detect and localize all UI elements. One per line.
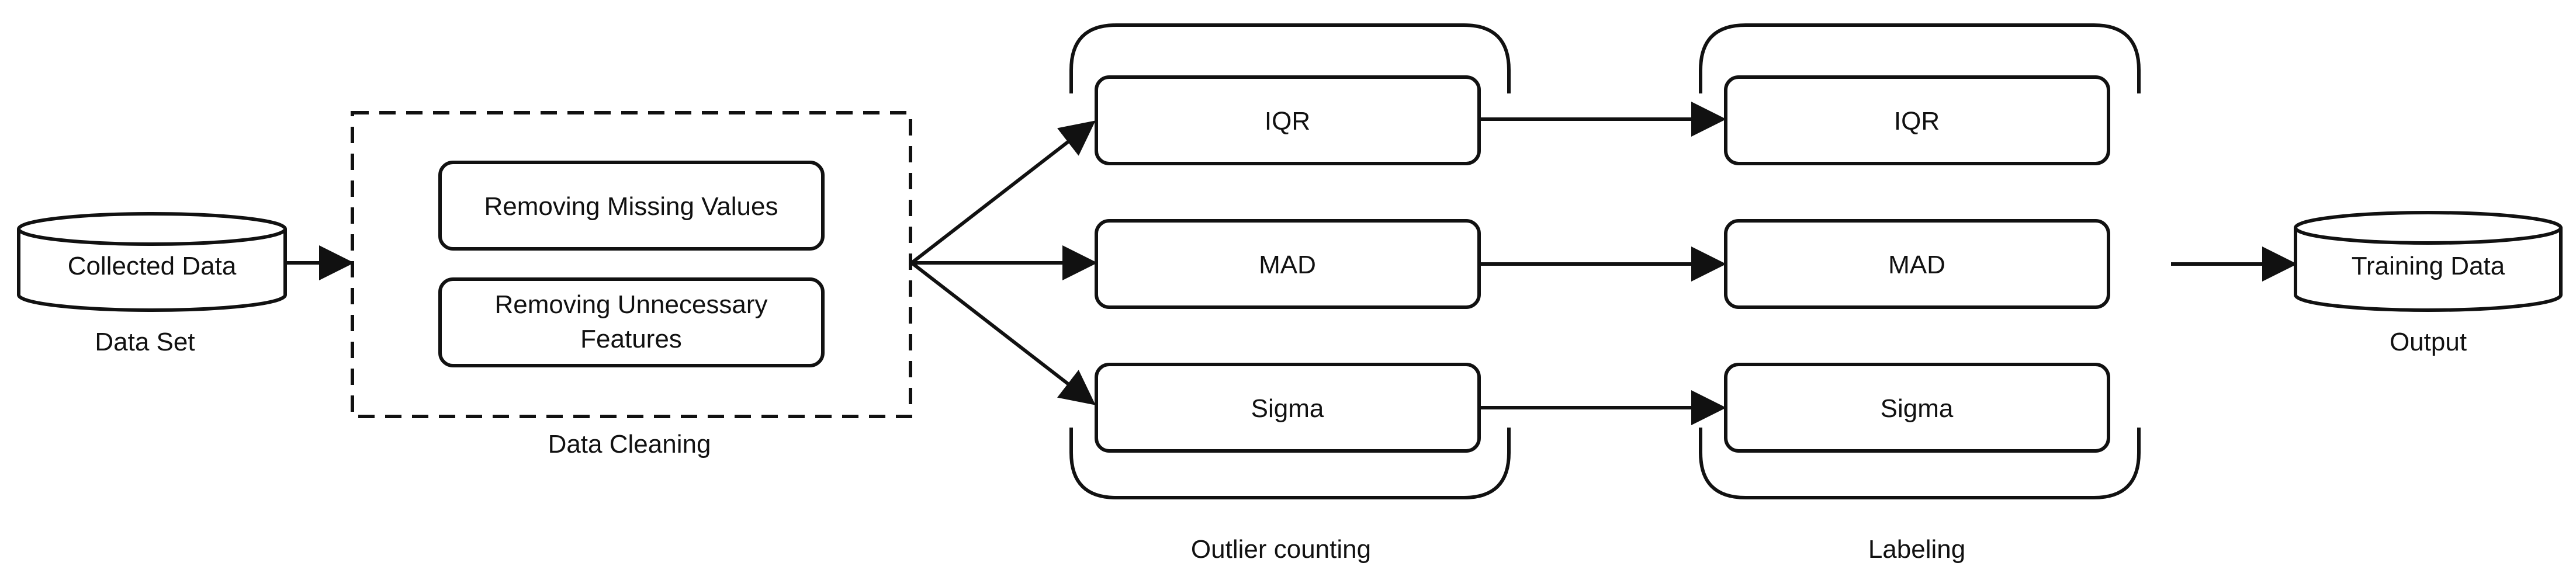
outlier-counting-caption: Outlier counting: [1191, 535, 1371, 564]
arrow-to-outlier-sigma: [910, 261, 1096, 405]
removing-missing-values-box: [438, 161, 825, 251]
collected-data-cylinder: Collected Data: [17, 212, 287, 312]
labeling-iqr-box: [1724, 75, 2110, 165]
data-cleaning-group: [351, 111, 912, 418]
outlier-mad-box: [1095, 219, 1481, 309]
outlier-sigma-box: [1095, 363, 1481, 453]
removing-unnecessary-features-label-line2: Features: [580, 325, 682, 353]
removing-unnecessary-features-box: [438, 277, 825, 367]
output-caption: Output: [2390, 328, 2467, 356]
labeling-mad-box: [1724, 219, 2110, 309]
labeling-top-bracket: [1699, 23, 2141, 93]
outlier-iqr-box: [1095, 75, 1481, 165]
removing-unnecessary-features-label-line1: Removing Unnecessary: [494, 290, 767, 319]
labeling-sigma-label: Sigma: [1881, 394, 1954, 423]
outlier-counting-bottom-bracket: [1069, 428, 1511, 499]
labeling-mad-label: MAD: [1888, 251, 1945, 279]
removing-missing-values-label: Removing Missing Values: [484, 192, 778, 221]
labeling-caption: Labeling: [1868, 535, 1965, 564]
labeling-sigma-box: [1724, 363, 2110, 453]
labeling-iqr-label: IQR: [1894, 107, 1940, 136]
labeling-bottom-bracket: [1699, 428, 2141, 499]
outlier-mad-label: MAD: [1259, 251, 1316, 279]
data-set-caption: Data Set: [95, 328, 195, 356]
data-cleaning-caption: Data Cleaning: [548, 430, 711, 459]
outlier-sigma-label: Sigma: [1251, 394, 1324, 423]
collected-data-label: Collected Data: [68, 252, 237, 280]
outlier-iqr-label: IQR: [1265, 107, 1310, 136]
arrow-to-outlier-iqr: [910, 120, 1096, 265]
training-data-cylinder: Training Data: [2294, 211, 2563, 312]
outlier-counting-top-bracket: [1069, 23, 1511, 93]
training-data-label: Training Data: [2352, 252, 2505, 280]
